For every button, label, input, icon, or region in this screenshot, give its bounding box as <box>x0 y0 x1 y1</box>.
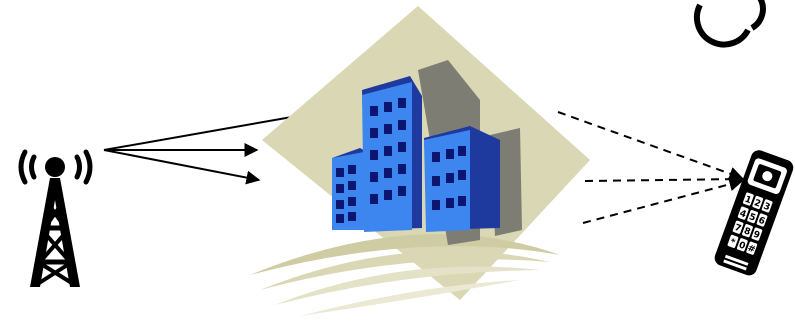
radio-tower-icon <box>21 152 90 287</box>
reflected-signal-arrow <box>558 112 742 178</box>
signal-arrow <box>104 150 259 180</box>
reflected-signal-arrow <box>583 181 742 223</box>
reflected-signal-arrow <box>585 179 743 181</box>
office-buildings-icon <box>250 6 590 316</box>
dashed-signal-arrows <box>558 112 743 223</box>
circle-outline-icon <box>697 0 763 45</box>
